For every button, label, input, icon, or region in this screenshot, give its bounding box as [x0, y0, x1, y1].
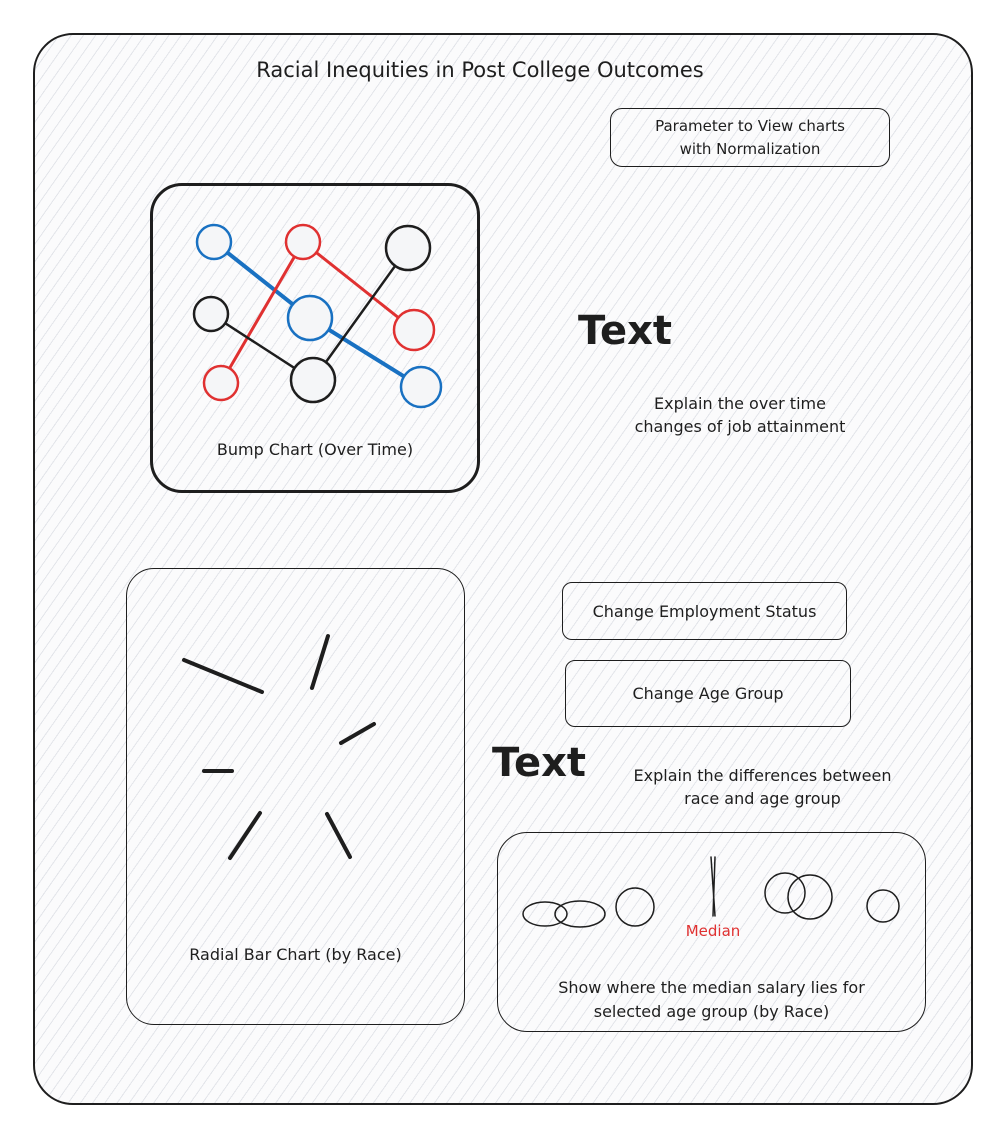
- salary-point: [787, 874, 833, 920]
- bump-node-red: [392, 308, 436, 352]
- radial-bar: [182, 658, 264, 694]
- section2-description: Explain the differences between race and…: [633, 766, 892, 809]
- salary-point: [866, 889, 900, 923]
- section2-heading: Text: [491, 740, 587, 786]
- median-chart-label: Show where the median salary lies for se…: [558, 978, 865, 1021]
- bump-node-blue: [195, 223, 233, 261]
- median-line: [712, 856, 716, 917]
- salary-point: [764, 872, 806, 914]
- median-salary-panel: [497, 832, 926, 1032]
- bump-chart-label: Bump Chart (Over Time): [216, 440, 414, 459]
- salary-point: [615, 887, 655, 927]
- radial-bar: [339, 722, 376, 745]
- page-title: Racial Inequities in Post College Outcom…: [256, 58, 704, 82]
- change-age-group-button[interactable]: Change Age Group: [565, 660, 851, 727]
- bump-node-black: [192, 295, 230, 333]
- change-employment-status-button[interactable]: Change Employment Status: [562, 582, 847, 640]
- radial-bar: [310, 634, 330, 690]
- bump-node-red: [284, 223, 322, 261]
- median-label: Median: [685, 922, 741, 940]
- normalization-parameter-button[interactable]: Parameter to View charts with Normalizat…: [610, 108, 890, 167]
- salary-point: [554, 900, 606, 928]
- radial-chart-label: Radial Bar Chart (by Race): [189, 945, 402, 964]
- bump-node-blue: [399, 365, 443, 409]
- bump-node-black: [384, 224, 432, 272]
- bump-node-blue: [286, 294, 334, 342]
- median-line: [710, 856, 716, 917]
- bump-node-black: [289, 356, 337, 404]
- radial-bar: [325, 812, 352, 859]
- bump-node-red: [202, 364, 240, 402]
- radial-chart-panel: [126, 568, 465, 1025]
- section1-description: Explain the over time changes of job att…: [634, 394, 846, 437]
- salary-point: [522, 901, 568, 927]
- section1-heading: Text: [577, 308, 673, 354]
- radial-bar: [228, 811, 262, 860]
